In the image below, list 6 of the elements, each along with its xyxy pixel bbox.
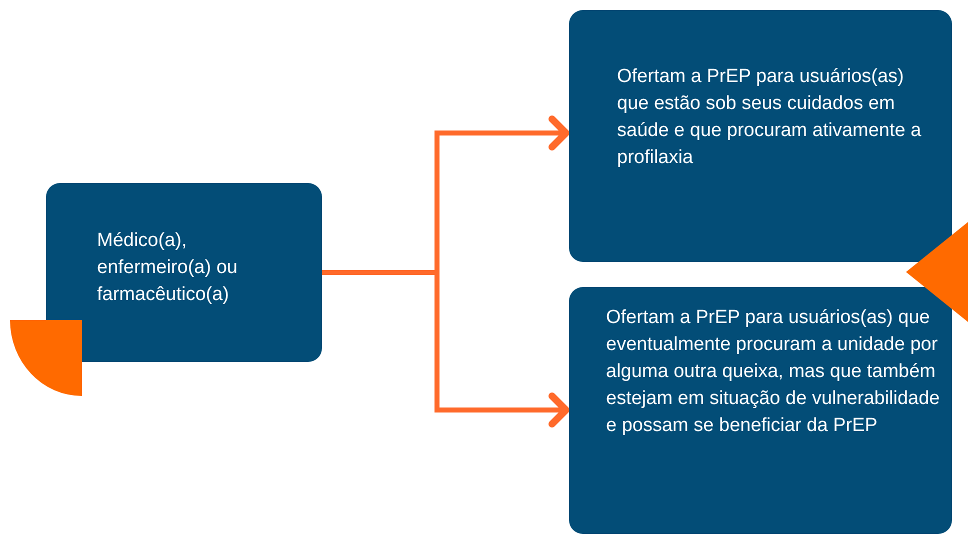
text-box [569, 10, 952, 262]
text-box [46, 183, 322, 362]
box-text: Ofertam a PrEP para usuários(as) que eventualmente procuram a unidade por alguma outra queixa, mas que também estejam em situação de vulnerabilidade e possam se beneficiar da PrEP [606, 306, 941, 438]
box-text: Médico(a), enfermeiro(a) ou farmacêutico(a) [97, 229, 238, 307]
text-box [569, 287, 952, 534]
box-text: Ofertam a PrEP para usuários(as) que estão sob seus cuidados em saúde e que procuram ativamente a profilaxia [617, 65, 922, 170]
